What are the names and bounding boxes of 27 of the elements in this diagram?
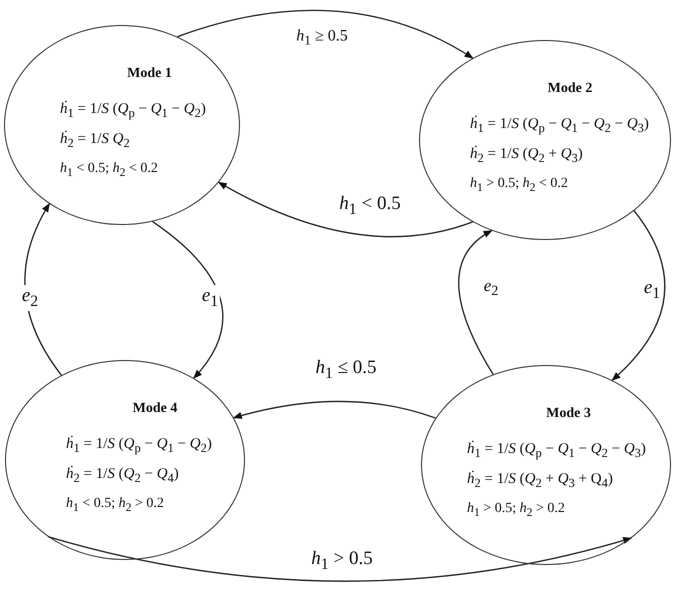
- condition-text: h$_{1}$ > 0.5; h$_{2}$ < 0.2: [470, 176, 568, 194]
- arrow: [612, 210, 666, 381]
- arrow: [218, 182, 473, 238]
- arrow: [152, 221, 224, 379]
- condition-text: h$_{1}$ < 0.5; h$_{2}$ > 0.2: [66, 496, 164, 514]
- equation-text: ḣ$_{1}$ = 1/S (Q$_{p}$ − Q$_{1}$ − Q$_{2}$ − Q$_{3}$): [467, 441, 646, 462]
- equation-text: ḣ$_{1}$ = 1/S (Q$_{p}$ − Q$_{1}$ − Q$_{2}$ − Q$_{3}$): [470, 116, 649, 136]
- equation-text: ḣ$_{2}$ = 1/S (Q$_{2}$ + Q$_{3}$ + Q$_{4}$): [467, 471, 613, 492]
- mode-title: Mode 2: [548, 81, 592, 98]
- condition-text: h$_{1}$ < 0.5; h$_{2}$ < 0.2: [60, 161, 158, 179]
- mode-title: Mode 1: [127, 66, 172, 82]
- arrow: [177, 10, 474, 59]
- mode-title: Mode 4: [132, 401, 178, 418]
- mode-ellipse: [419, 40, 671, 240]
- mode-title: Mode 3: [546, 406, 591, 422]
- condition-text: h$_{1}$ > 0.5; h$_{2}$ > 0.2: [467, 501, 565, 519]
- arrow: [232, 400, 436, 420]
- equation-text: ḣ$_{2}$ = 1/S (Q$_{2}$ − Q$_{4}$): [66, 466, 179, 486]
- edge-label: e$_{2}$: [20, 285, 40, 311]
- mode-ellipse: [4, 25, 240, 225]
- equation-text: ḣ$_{2}$ = 1/S (Q$_{2}$ + Q$_{3}$): [470, 146, 583, 166]
- mode-ellipse: [5, 360, 245, 560]
- equation-text: ḣ$_{1}$ = 1/S (Q$_{p}$ − Q$_{1}$ − Q$_{2}$): [60, 101, 206, 122]
- mode-ellipse: [421, 365, 671, 565]
- equation-text: ḣ$_{1}$ = 1/S (Q$_{p}$ − Q$_{1}$ − Q$_{2}$): [66, 436, 212, 456]
- equation-text: ḣ$_{2}$ = 1/S Q$_{2}$: [60, 131, 130, 152]
- arrow: [458, 230, 494, 375]
